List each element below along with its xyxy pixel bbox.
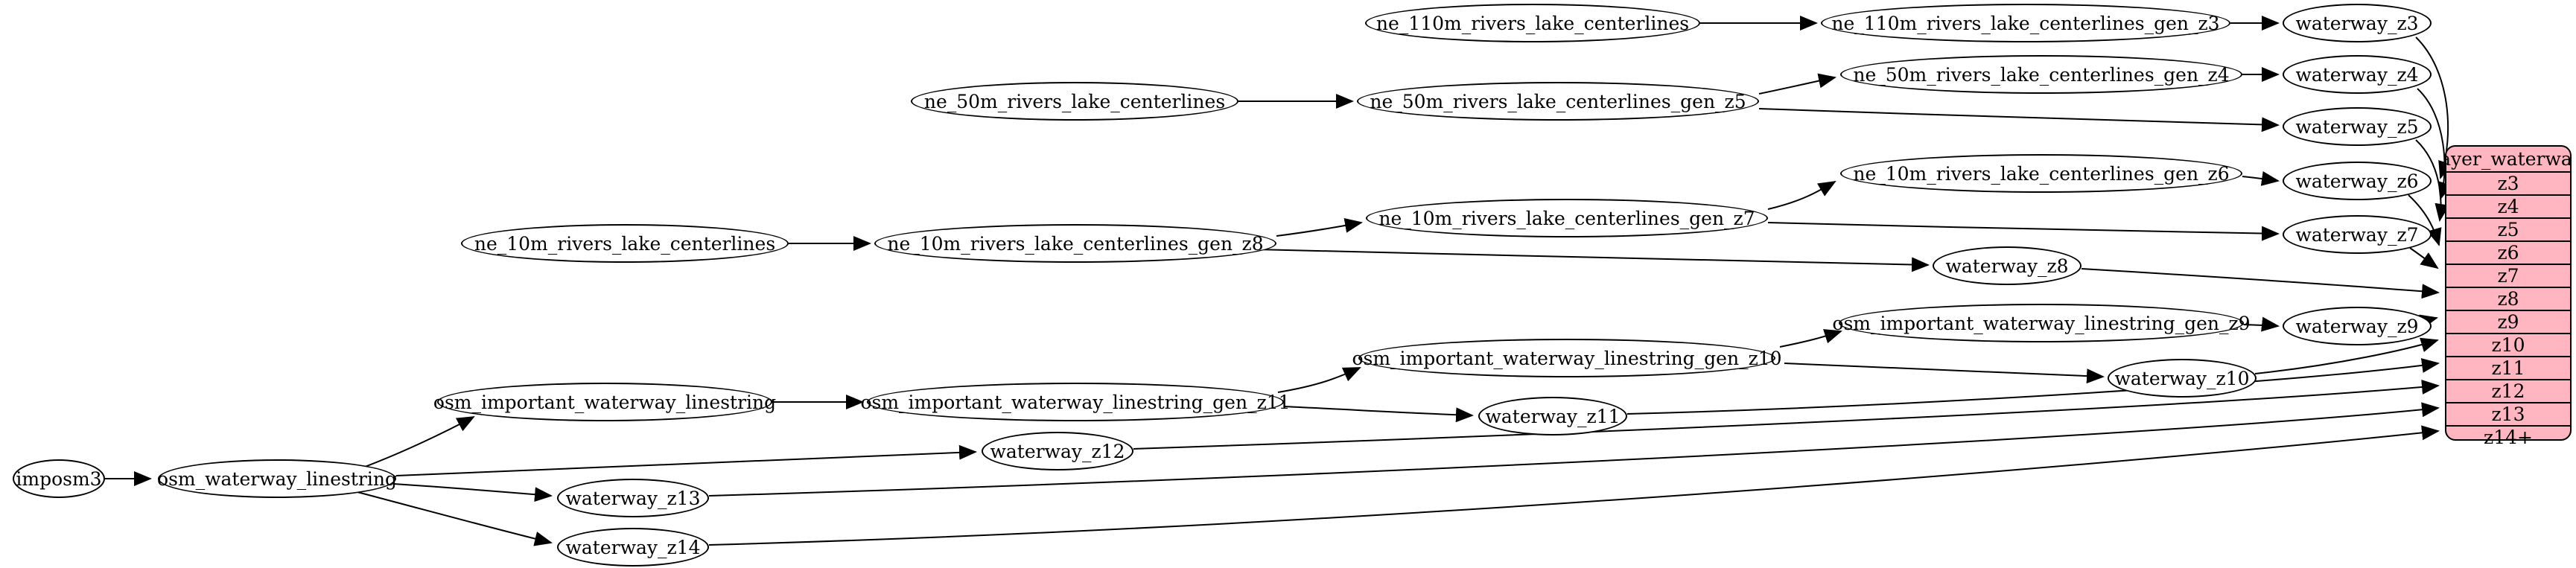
edge-waterway-z6-to-row-z6: [2408, 194, 2442, 246]
table-row-z12: z12: [2446, 379, 2570, 402]
edge-waterway-z12-to-row-z12: [1133, 379, 2440, 450]
node-waterway-z7: waterway_z7: [2283, 215, 2432, 254]
node-label: ne_50m_rivers_lake_centerlines_gen_z5: [1370, 90, 1746, 112]
edge-osm-waterway-linestring-to-waterway-z14: [357, 491, 553, 546]
node-waterway-z3: waterway_z3: [2283, 4, 2432, 42]
node-waterway-z13: waterway_z13: [557, 479, 709, 517]
edge-gen-z5-to-gen-z4: [1758, 73, 1836, 95]
node-ne-10m-rivers-lake-centerlines-gen-z7: ne_10m_rivers_lake_centerlines_gen_z7: [1366, 199, 1768, 237]
node-ne-10m-rivers-lake-centerlines-gen-z6: ne_10m_rivers_lake_centerlines_gen_z6: [1840, 154, 2242, 193]
node-ne-110m-rivers-lake-centerlines-gen-z3: ne_110m_rivers_lake_centerlines_gen_z3: [1821, 4, 2230, 42]
table-row-z4: z4: [2446, 194, 2570, 217]
edge-gen-z6-to-waterway-z6: [2242, 170, 2280, 186]
node-ne-10m-rivers-lake-centerlines-gen-z8: ne_10m_rivers_lake_centerlines_gen_z8: [874, 224, 1276, 263]
node-osm-important-waterway-linestring-gen-z11: osm_important_waterway_linestring_gen_z1…: [860, 383, 1291, 421]
node-label: waterway_z12: [990, 440, 1125, 462]
node-label: waterway_z10: [2114, 367, 2250, 389]
node-label: ne_10m_rivers_lake_centerlines_gen_z6: [1853, 162, 2230, 185]
edge-osm-waterway-linestring-to-waterway-z13: [393, 483, 553, 502]
layer-waterway-table: layer_waterway z3 z4 z5 z6 z7 z8 z9 z10 …: [2445, 145, 2572, 448]
table-row-z10: z10: [2446, 333, 2570, 356]
edge-waterway-z10-to-row-z10: [2254, 337, 2439, 374]
table-row-z5: z5: [2446, 217, 2570, 240]
node-label: waterway_z13: [565, 487, 701, 509]
node-waterway-z10: waterway_z10: [2108, 359, 2257, 398]
node-waterway-z14: waterway_z14: [557, 528, 709, 567]
node-osm-waterway-linestring: osm_waterway_linestring: [157, 459, 397, 498]
edge-waterway-z4-to-row-z4: [2417, 88, 2452, 200]
node-label: imposm3: [16, 468, 102, 490]
table-row-z3: z3: [2446, 171, 2570, 194]
edge-waterway-z11-to-row-z11: [1626, 358, 2440, 415]
node-waterway-z4: waterway_z4: [2283, 55, 2432, 94]
node-waterway-z5: waterway_z5: [2283, 107, 2432, 146]
table-row-z8: z8: [2446, 287, 2570, 310]
node-ne-10m-rivers-lake-centerlines: ne_10m_rivers_lake_centerlines: [461, 224, 789, 263]
edge-gen-z8-to-gen-z7: [1276, 218, 1363, 237]
edge-gen-z10-to-gen-z9: [1779, 329, 1842, 348]
edge-gen-z5-to-waterway-z5: [1758, 108, 2280, 133]
table-row-z13: z13: [2446, 402, 2570, 425]
node-label: waterway_z6: [2295, 170, 2419, 192]
node-label: ne_50m_rivers_lake_centerlines: [923, 90, 1226, 112]
node-waterway-z8: waterway_z8: [1933, 246, 2082, 285]
node-osm-important-waterway-linestring-gen-z10: osm_important_waterway_linestring_gen_z1…: [1352, 339, 1782, 377]
node-osm-important-waterway-linestring: osm_important_waterway_linestring: [433, 383, 776, 421]
node-label: waterway_z7: [2295, 223, 2419, 246]
node-label: osm_important_waterway_linestring_gen_z9: [1832, 312, 2251, 334]
node-waterway-z6: waterway_z6: [2283, 162, 2432, 200]
node-label: osm_important_waterway_linestring: [433, 391, 777, 413]
edge-gen-z11-to-gen-z10: [1277, 367, 1361, 393]
node-waterway-z12: waterway_z12: [982, 432, 1133, 470]
node-label: ne_50m_rivers_lake_centerlines_gen_z4: [1853, 63, 2230, 86]
node-label: ne_10m_rivers_lake_centerlines: [474, 232, 776, 255]
layer-waterway-table-title: layer_waterway: [2446, 148, 2570, 170]
node-ne-50m-rivers-lake-centerlines: ne_50m_rivers_lake_centerlines: [911, 82, 1238, 121]
edge-waterway-z14-to-row-z14: [708, 425, 2440, 546]
edge-waterway-z8-to-row-z8: [2081, 268, 2440, 299]
table-row-z9: z9: [2446, 310, 2570, 333]
table-row-z6: z6: [2446, 240, 2570, 264]
node-waterway-z11: waterway_z11: [1478, 397, 1627, 435]
edge-osm-waterway-linestring-to-waterway-z12: [395, 444, 977, 476]
node-label: waterway_z5: [2295, 115, 2419, 138]
edge-gen-z8-to-waterway-z8: [1256, 249, 1930, 272]
edge-gen-z10-to-waterway-z10: [1784, 363, 2105, 384]
table-row-z7: z7: [2446, 264, 2570, 287]
node-ne-50m-rivers-lake-centerlines-gen-z4: ne_50m_rivers_lake_centerlines_gen_z4: [1840, 55, 2242, 94]
node-imposm3: imposm3: [13, 459, 105, 498]
node-label: ne_10m_rivers_lake_centerlines_gen_z7: [1378, 207, 1755, 229]
node-ne-110m-rivers-lake-centerlines: ne_110m_rivers_lake_centerlines: [1365, 4, 1700, 42]
node-label: ne_110m_rivers_lake_centerlines_gen_z3: [1831, 12, 2220, 34]
node-label: waterway_z11: [1485, 405, 1621, 427]
node-label: waterway_z4: [2295, 63, 2419, 86]
node-label: waterway_z9: [2295, 315, 2419, 337]
node-label: waterway_z14: [565, 536, 701, 558]
edge-gen-z7-to-gen-z6: [1767, 180, 1836, 210]
table-row-z11: z11: [2446, 356, 2570, 379]
node-label: waterway_z3: [2295, 12, 2419, 34]
node-label: osm_important_waterway_linestring_gen_z1…: [860, 391, 1291, 413]
node-ne-50m-rivers-lake-centerlines-gen-z5: ne_50m_rivers_lake_centerlines_gen_z5: [1357, 82, 1759, 121]
edge-osm-waterway-linestring-to-osm-important-waterway-linestring: [364, 416, 475, 468]
node-label: ne_10m_rivers_lake_centerlines_gen_z8: [887, 232, 1264, 255]
edge-waterway-z13-to-row-z13: [708, 402, 2440, 497]
node-label: osm_waterway_linestring: [157, 468, 397, 490]
node-label: waterway_z8: [1945, 255, 2069, 277]
edge-gen-z9-to-waterway-z9: [2243, 316, 2280, 332]
node-osm-important-waterway-linestring-gen-z9: osm_important_waterway_linestring_gen_z9: [1832, 304, 2251, 342]
edge-waterway-z5-to-row-z5: [2415, 139, 2450, 222]
table-row-z14plus: z14+: [2446, 425, 2570, 448]
node-label: osm_important_waterway_linestring_gen_z1…: [1352, 347, 1782, 369]
edge-gen-z11-to-waterway-z11: [1283, 406, 1474, 423]
edge-gen-z7-to-waterway-z7: [1767, 222, 2280, 241]
edge-waterway-z7-to-row-z7: [2409, 247, 2439, 269]
node-waterway-z9: waterway_z9: [2283, 307, 2432, 345]
node-label: ne_110m_rivers_lake_centerlines: [1376, 12, 1690, 34]
